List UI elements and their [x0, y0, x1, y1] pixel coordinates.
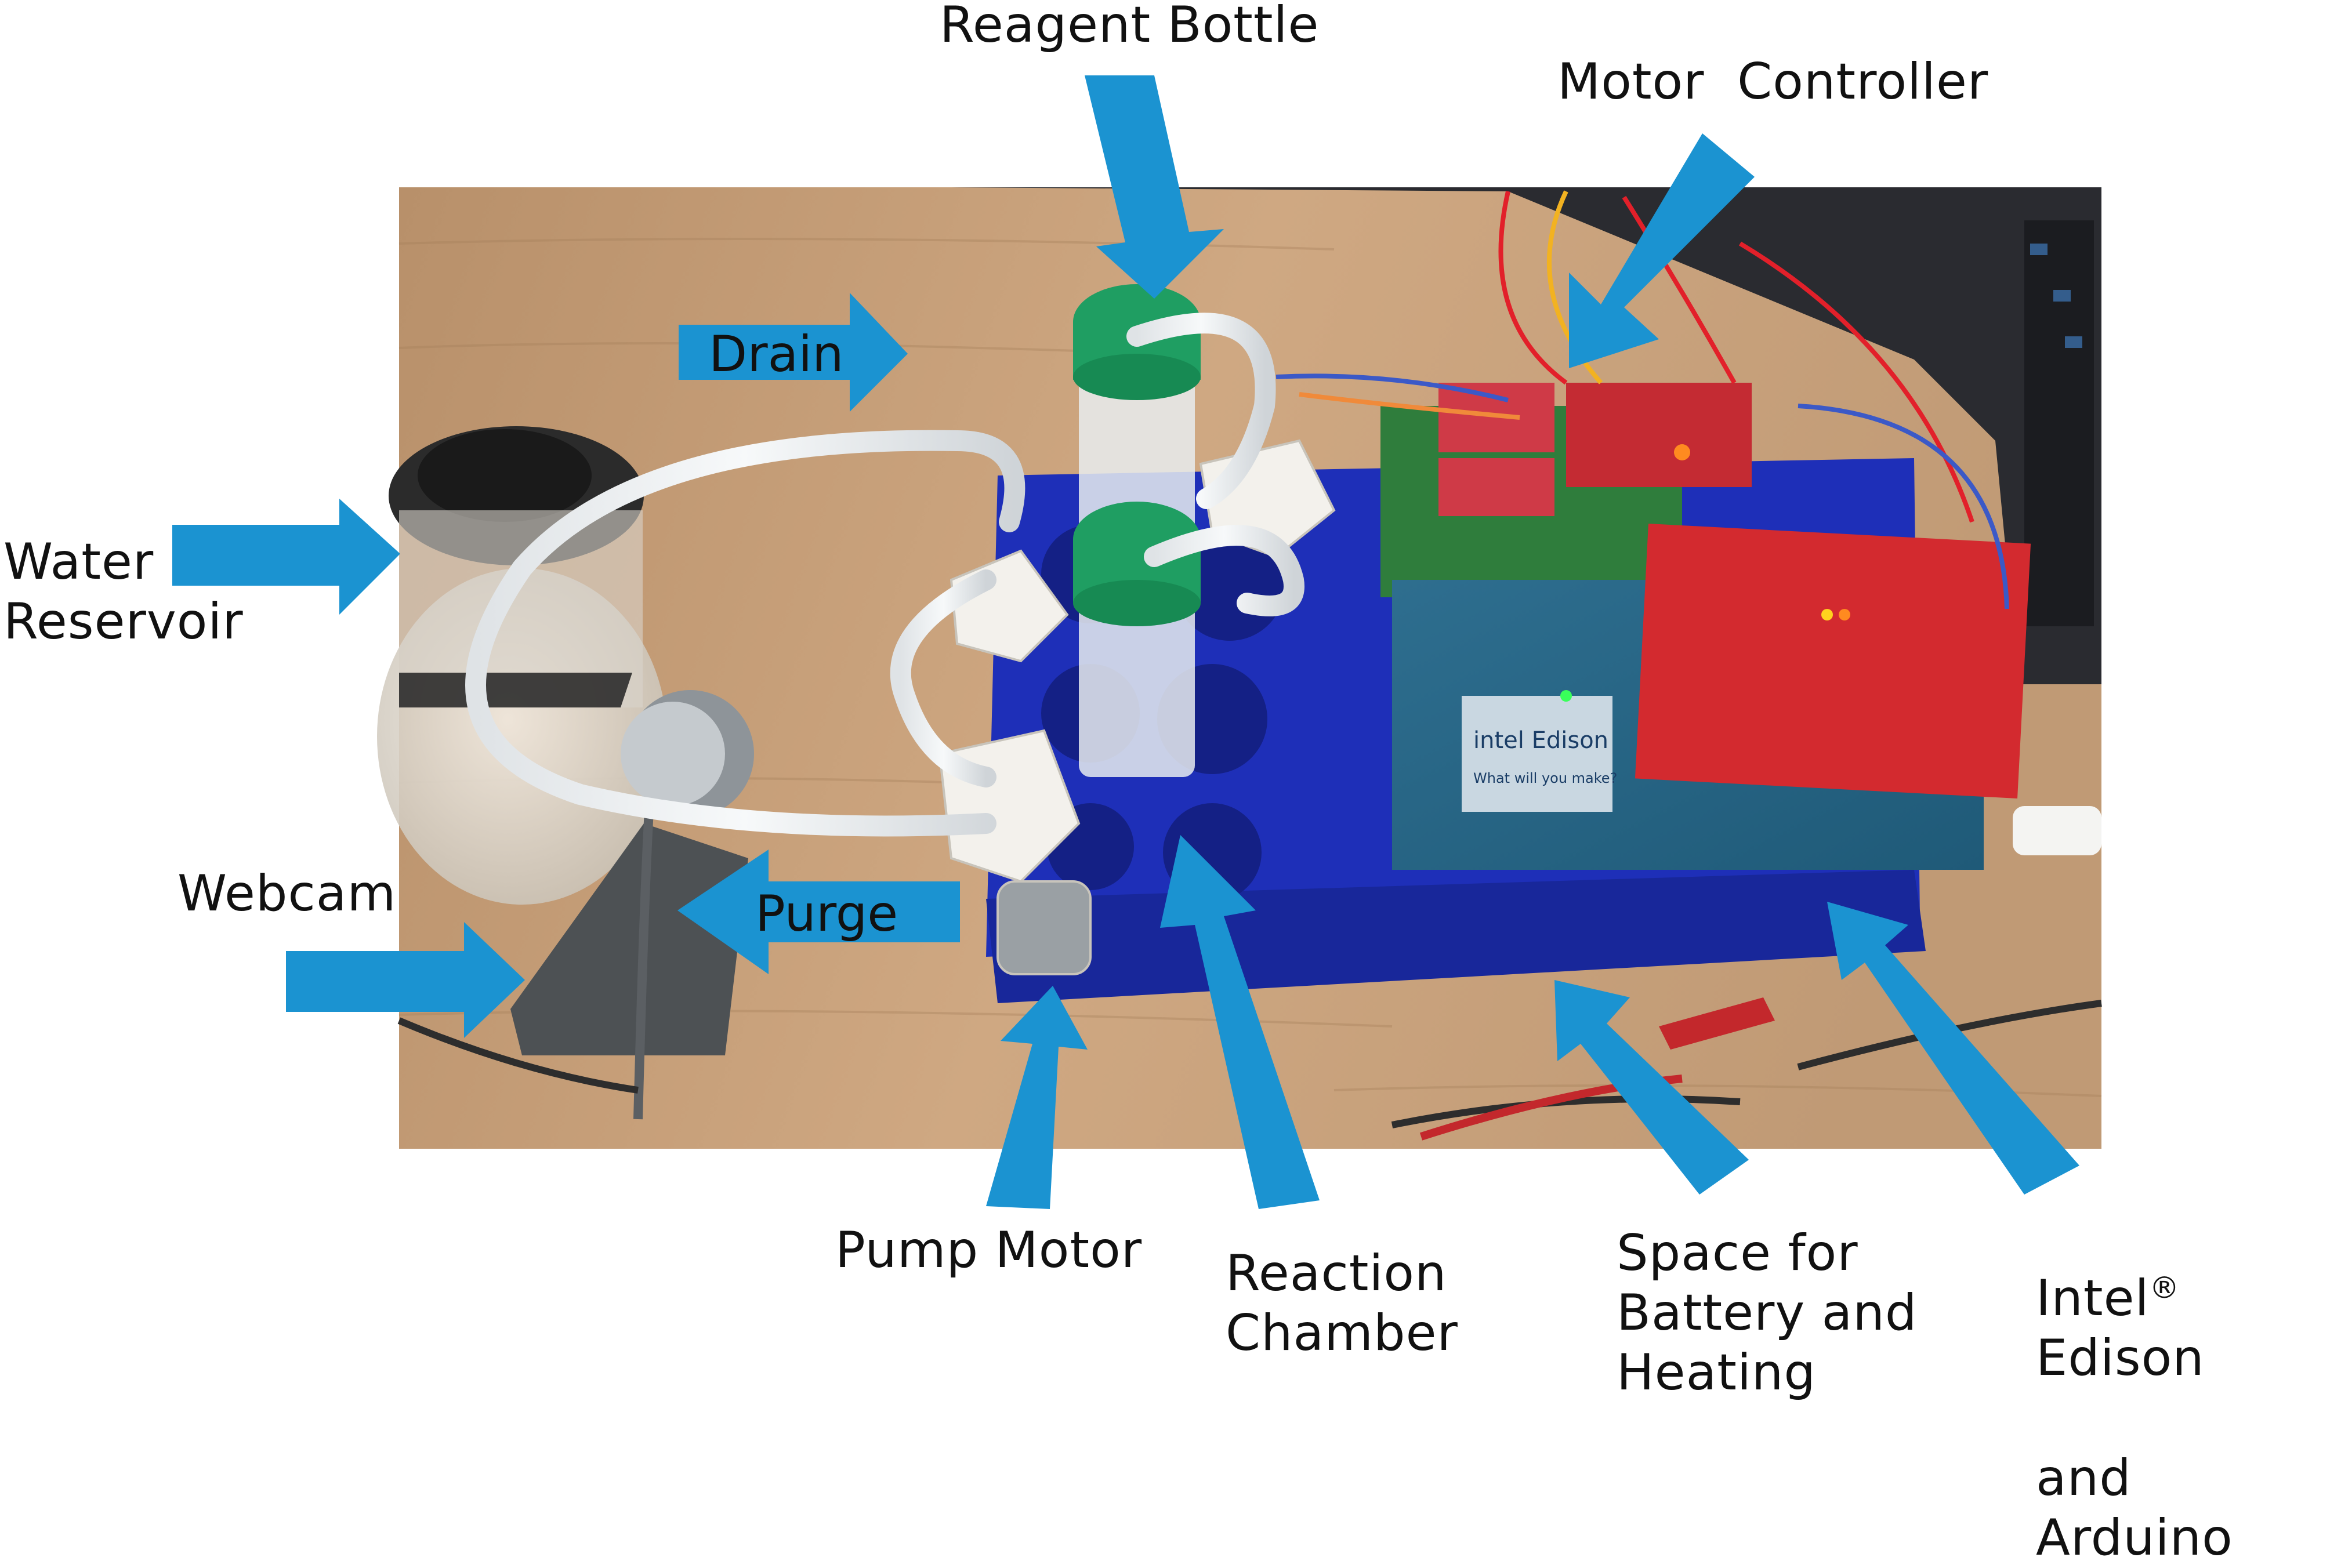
- water-reservoir-arrow: [172, 499, 400, 615]
- photo-edison-tagline: What will you make?: [1473, 770, 1617, 786]
- reaction-chamber: [1073, 502, 1201, 777]
- webcam-label: Webcam: [177, 865, 397, 923]
- purge-arrow: [677, 850, 960, 974]
- laptop-key-light: [2030, 244, 2048, 255]
- reaction-chamber-arrow: [1160, 835, 1320, 1209]
- laptop-keys: [2024, 220, 2094, 626]
- webcam-device: [510, 690, 754, 1120]
- drain-arrow: [679, 293, 908, 412]
- photo-edison-chip-label: intel Edison: [1473, 727, 1608, 754]
- reagent-bottle-arrow: [1085, 75, 1224, 299]
- pump-motor-label: Pump Motor: [835, 1221, 1143, 1279]
- water-reservoir-label: Water Reservoir: [3, 533, 244, 651]
- intel-edison-label-product: Edison: [2036, 1329, 2205, 1388]
- motor-controller-arrow: [1569, 133, 1755, 368]
- intel-edison-label-brand: Intel: [2036, 1269, 2150, 1328]
- purge-label: Purge: [755, 885, 898, 943]
- photo: intel Edison What will you make?: [377, 187, 2102, 1149]
- laptop-dark-device: [951, 187, 2101, 684]
- red-cable-clip: [1659, 997, 1775, 1050]
- drain-label: Drain: [709, 325, 844, 383]
- pump-motor-arrow: [986, 986, 1088, 1209]
- intel-edison-label: Intel® Edison and Arduino: [2036, 1209, 2341, 1568]
- reagent-bottle-label: Reagent Bottle: [940, 0, 1320, 54]
- cables-bottom: [397, 1000, 2102, 1128]
- silicone-tubing: [465, 313, 1304, 837]
- laptop-key-light: [2053, 290, 2071, 302]
- motor-controller-label: Motor Controller: [1557, 53, 1989, 111]
- signal-wires: [1275, 190, 2009, 609]
- space-for-battery-arrow: [1554, 980, 1749, 1195]
- laptop-key-light: [2065, 336, 2082, 348]
- space-for-battery-label: Space for Battery and Heating: [1617, 1224, 1918, 1402]
- water-reservoir: [377, 426, 667, 905]
- electronics-boards: intel Edison What will you make?: [1380, 383, 2031, 870]
- intel-edison-arrow: [1827, 902, 2079, 1195]
- reaction-chamber-label: Reaction Chamber: [1226, 1244, 1458, 1363]
- webcam-arrow: [286, 922, 525, 1038]
- white-cable: [2013, 806, 2101, 855]
- intel-edison-label-line2: and Arduino: [2036, 1449, 2233, 1567]
- annotated-photo-figure: intel Edison What will you make?: [172, 75, 2102, 1209]
- annotation-arrows: [172, 75, 2079, 1209]
- registered-mark: ®: [2149, 1271, 2180, 1306]
